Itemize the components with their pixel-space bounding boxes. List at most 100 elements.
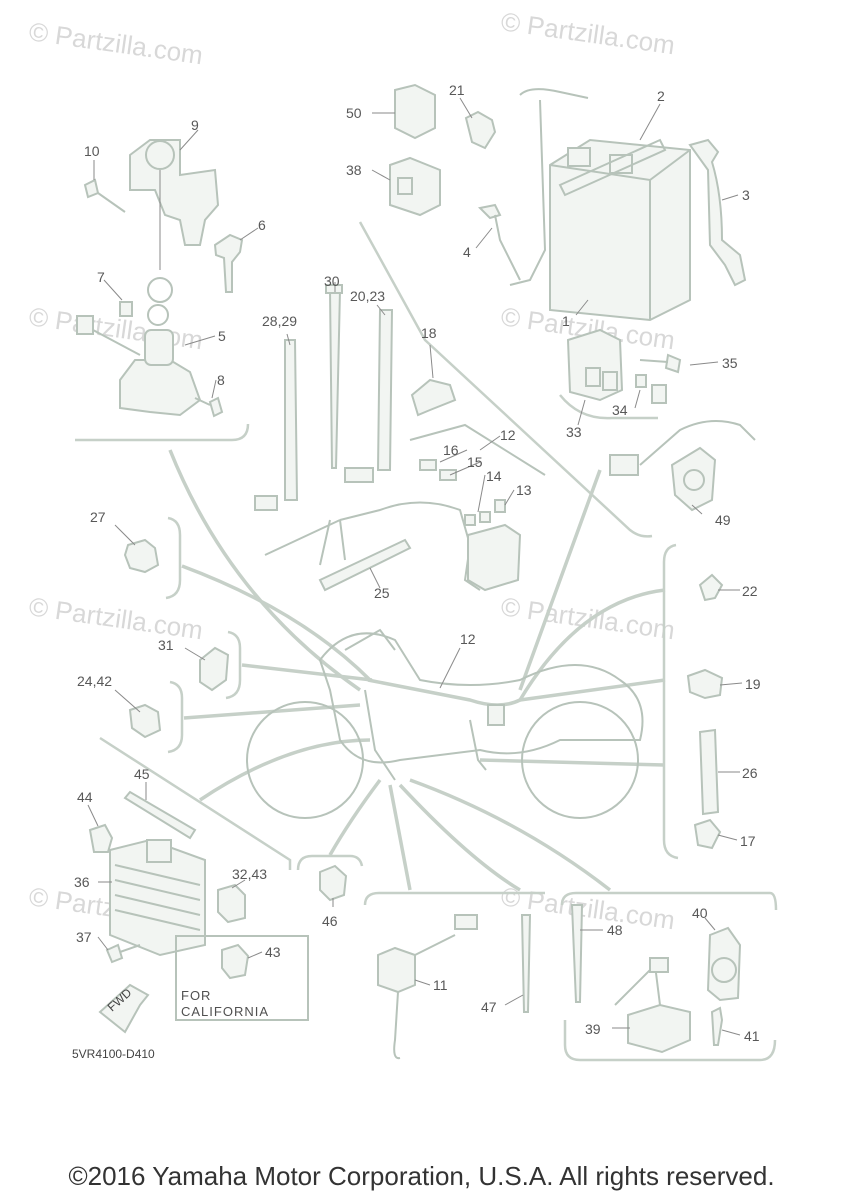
callout-18: 18 [421, 325, 437, 341]
callout-26: 26 [742, 765, 758, 781]
bracket-11-47 [363, 891, 545, 906]
ignition-group-bracket [75, 423, 250, 442]
leader-31 [241, 663, 373, 682]
callout-17: 17 [740, 833, 756, 849]
callouts: 9 10 6 7 5 8 50 21 38 2 3 4 1 35 34 33 4… [74, 82, 761, 1044]
right-group-bracket [662, 543, 679, 860]
connector-16 [419, 459, 437, 471]
leader-ignition [168, 449, 361, 692]
california-box [175, 935, 309, 1021]
watermark: © Partzilla.com [499, 591, 677, 645]
bolt-35 [664, 353, 682, 374]
callout-49: 49 [715, 512, 731, 528]
leader-regulator [199, 738, 371, 802]
protector-26 [698, 728, 720, 816]
callout-28-29: 28,29 [262, 313, 297, 329]
switch-11 [377, 946, 416, 994]
rear-wheel [521, 701, 639, 819]
bracket-46 [296, 854, 364, 871]
key-ring-2 [147, 304, 169, 326]
bolt-37 [105, 943, 124, 964]
holder-21 [464, 110, 497, 150]
callout-33: 33 [566, 424, 582, 440]
relay-group [566, 328, 682, 404]
battery-terminal-pos [567, 147, 591, 167]
leader-47 [398, 783, 521, 892]
connector-14-b [479, 511, 491, 523]
bracket-27 [165, 516, 182, 600]
callout-32-43: 32,43 [232, 866, 267, 882]
watermark: © Partzilla.com [27, 591, 205, 645]
tie-30 [328, 289, 342, 469]
tie-45 [123, 790, 197, 840]
bracket-24-42 [167, 680, 184, 754]
tie-47 [520, 914, 532, 1013]
relay-38-window [397, 177, 413, 195]
callout-6: 6 [258, 217, 266, 233]
leader-right [479, 758, 665, 767]
motorcycle-body [318, 632, 644, 764]
fuse-34 [635, 374, 647, 388]
clip-44 [88, 823, 114, 853]
left-clamps [123, 538, 230, 739]
leader-battery [518, 469, 602, 691]
clamp-43 [221, 943, 250, 980]
right-clamps [686, 573, 724, 850]
connector-15 [439, 469, 457, 481]
battery-group-bracket [358, 221, 653, 538]
callout-22: 22 [742, 583, 758, 599]
callout-9: 9 [191, 117, 199, 133]
front-harness-branch [364, 689, 396, 781]
sub-harness [264, 501, 481, 591]
callout-14: 14 [486, 468, 502, 484]
callout-27: 27 [90, 509, 106, 525]
callout-43: 43 [265, 944, 281, 960]
clamp-19 [686, 668, 724, 700]
clamp-24-42 [128, 703, 162, 739]
callout-35: 35 [722, 355, 738, 371]
leader-19 [519, 678, 666, 702]
tie-30-head [325, 284, 343, 294]
motorcycle-outline [246, 628, 644, 819]
callout-41: 41 [744, 1028, 760, 1044]
callout-20-23: 20,23 [350, 288, 385, 304]
handlebar [344, 628, 396, 651]
california-note-line1: FOR [181, 988, 211, 1003]
tie-25 [318, 538, 412, 592]
ignition-switch-5 [119, 359, 202, 417]
regulator-group-bracket [99, 736, 292, 870]
bracket-38-39 [560, 891, 778, 911]
callout-2: 2 [657, 88, 665, 104]
callout-38: 38 [346, 162, 362, 178]
callout-30: 30 [324, 273, 340, 289]
callout-40: 40 [692, 905, 708, 921]
key-ring [147, 277, 173, 303]
callout-13: 13 [516, 482, 532, 498]
tie-28-29-base [254, 495, 278, 511]
connector-14-a [464, 514, 476, 526]
bolt-10 [83, 178, 100, 199]
callout-34: 34 [612, 402, 628, 418]
callout-45: 45 [134, 766, 150, 782]
callout-1: 1 [562, 313, 570, 329]
tie-48 [570, 904, 584, 1003]
callout-4: 4 [463, 244, 471, 260]
callout-39: 39 [585, 1021, 601, 1037]
relay-33-b [602, 371, 618, 391]
harness-ties [254, 284, 546, 592]
watermark: © Partzilla.com [499, 6, 677, 60]
callout-24-42: 24,42 [77, 673, 112, 689]
callout-11: 11 [433, 977, 448, 993]
callout-50: 50 [346, 105, 362, 121]
clamp-27 [123, 538, 160, 574]
tie-28-29 [284, 339, 299, 501]
harness-connector [487, 704, 505, 726]
rectifier-connector [146, 839, 172, 863]
regulator-group [88, 790, 309, 1034]
leader-27 [181, 564, 372, 682]
fuse-34-b [651, 384, 667, 404]
battery-group [389, 83, 747, 322]
callout-47: 47 [481, 999, 497, 1015]
callout-15: 15 [467, 454, 483, 470]
leader-39 [409, 778, 612, 892]
